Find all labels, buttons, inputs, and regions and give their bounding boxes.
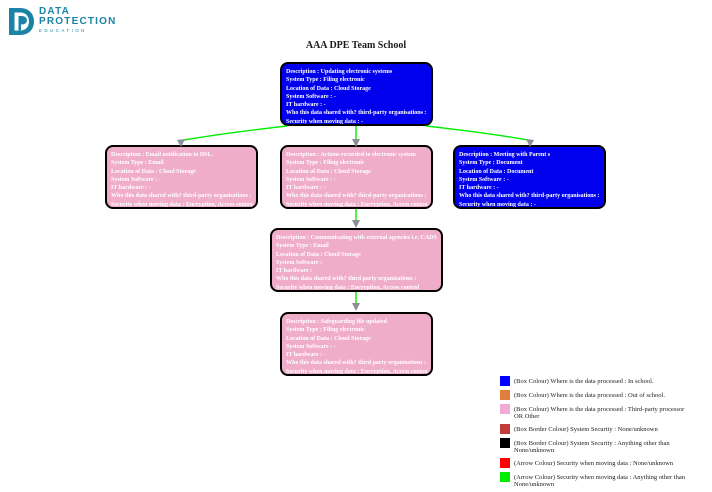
node-line: System Software : - xyxy=(286,176,336,183)
node-line: Who this data shared with? third party o… xyxy=(276,276,417,283)
legend-swatch-black xyxy=(500,438,510,448)
node-line: Who this data shared with? third-party o… xyxy=(459,193,601,200)
node-updating-electronic-systems: Description : Updating electronic system… xyxy=(280,62,433,126)
legend: (Box Colour) Where is the data processed… xyxy=(500,376,712,492)
node-meeting-with-parents: Description : Meeting with Parent s Syst… xyxy=(453,145,606,209)
node-line: Description : Email notification to DSL. xyxy=(111,152,213,158)
node-line: IT hardware : - xyxy=(459,185,499,192)
legend-item-border-other: (Box Border Colour) System Security : An… xyxy=(500,438,712,454)
logo-word-data: DATA xyxy=(39,6,71,17)
node-line: System Type : Filing electronic xyxy=(286,160,365,167)
node-line: Description : Actions recorded to electr… xyxy=(286,152,416,158)
legend-swatch-blue xyxy=(500,376,510,386)
dpe-logo-icon xyxy=(8,7,35,36)
node-line: Who this data shared with? third-party o… xyxy=(286,193,428,200)
legend-item-in-school: (Box Colour) Where is the data processed… xyxy=(500,376,712,386)
node-line: Location of Data : Cloud Storage xyxy=(286,85,371,92)
legend-label: (Box Colour) Where is the data processed… xyxy=(514,378,654,385)
legend-label: (Arrow Colour) Security when moving data… xyxy=(514,474,685,488)
dpe-logo: DATA PROTECTION EDUCATION xyxy=(8,7,117,36)
node-line: IT hardware : xyxy=(276,268,313,275)
legend-swatch-red xyxy=(500,458,510,468)
legend-item-arrow-other: (Arrow Colour) Security when moving data… xyxy=(500,472,712,488)
node-line: Location of Data : Cloud Storage xyxy=(286,168,371,175)
node-line: Description : Safeguarding file updated xyxy=(286,319,388,325)
node-line: System Software : xyxy=(276,259,323,266)
node-line: IT hardware : - xyxy=(286,185,326,192)
node-line: Security when moving data : - xyxy=(286,118,363,125)
arrow-top-to-left xyxy=(183,125,288,141)
node-line: Who this data shared with? third-party o… xyxy=(286,110,428,117)
node-line: System Software : - xyxy=(111,176,161,183)
legend-swatch-green xyxy=(500,472,510,482)
node-line: System Type : Document xyxy=(459,160,523,167)
legend-label: (Arrow Colour) Security when moving data… xyxy=(514,460,674,467)
node-email-notification-to-dsl: Description : Email notification to DSL.… xyxy=(105,145,258,209)
legend-label: (Box Colour) Where is the data processed… xyxy=(514,392,665,399)
node-line: System Type : Email xyxy=(111,160,164,167)
legend-item-third-party: (Box Colour) Where is the data processed… xyxy=(500,404,712,420)
node-line: Location of Data : Document xyxy=(459,168,534,175)
legend-item-arrow-none-unknown: (Arrow Colour) Security when moving data… xyxy=(500,458,712,468)
node-line: Who this data shared with? third-party o… xyxy=(111,193,253,200)
legend-swatch-orange xyxy=(500,390,510,400)
node-line: Location of Data : Cloud Storage xyxy=(276,251,361,258)
node-line: Description : Meeting with Parent s xyxy=(459,152,551,158)
node-line: Security when moving data : Encryption, … xyxy=(286,201,428,208)
logo-word-education: EDUCATION xyxy=(39,28,87,33)
node-line: Security when moving data : - xyxy=(459,201,536,208)
arrowhead xyxy=(352,303,360,311)
node-line: Security when moving data : Encryption, … xyxy=(286,368,428,375)
node-line: IT hardware : - xyxy=(286,352,326,359)
node-line: System Software : - xyxy=(286,343,336,350)
node-line: Who this data shared with? third party o… xyxy=(286,360,428,367)
node-line: System Software : - xyxy=(286,93,336,100)
node-line: System Type : Filing electronic xyxy=(286,327,365,334)
legend-label: (Box Border Colour) System Security : No… xyxy=(514,426,658,433)
node-line: IT hardware : - xyxy=(111,185,151,192)
node-actions-recorded-to-electronic-system: Description : Actions recorded to electr… xyxy=(280,145,433,209)
node-communicating-with-external-agencies: Description : Communicating with externa… xyxy=(270,228,443,292)
node-line: System Software : - xyxy=(459,176,509,183)
legend-item-out-of-school: (Box Colour) Where is the data processed… xyxy=(500,390,712,400)
legend-label: (Box Border Colour) System Security : An… xyxy=(514,440,670,454)
node-safeguarding-file-updated: Description : Safeguarding file updated … xyxy=(280,312,433,376)
arrowhead xyxy=(352,220,360,228)
legend-swatch-pink xyxy=(500,404,510,414)
node-line: System Type : Filing electronic xyxy=(286,77,365,84)
node-line: Description : Communicating with externa… xyxy=(276,235,437,241)
node-line: Location of Data : Cloud Storage xyxy=(286,335,371,342)
node-line: Location of Data : Cloud Storage xyxy=(111,168,196,175)
arrow-top-to-right xyxy=(425,125,529,141)
legend-swatch-dark-red xyxy=(500,424,510,434)
node-line: System Type : Email xyxy=(276,243,329,250)
node-line: Description : Updating electronic system… xyxy=(286,69,393,75)
diagram-title: AAA DPE Team School xyxy=(305,40,407,51)
legend-item-border-none-unknown: (Box Border Colour) System Security : No… xyxy=(500,424,712,434)
legend-label: (Box Colour) Where is the data processed… xyxy=(514,406,685,420)
node-line: IT hardware : - xyxy=(286,102,326,109)
node-line: Security when moving data : Encryption, … xyxy=(276,284,420,291)
node-line: Security when moving data : Encryption, … xyxy=(111,201,253,208)
logo-word-protection: PROTECTION xyxy=(39,16,117,27)
